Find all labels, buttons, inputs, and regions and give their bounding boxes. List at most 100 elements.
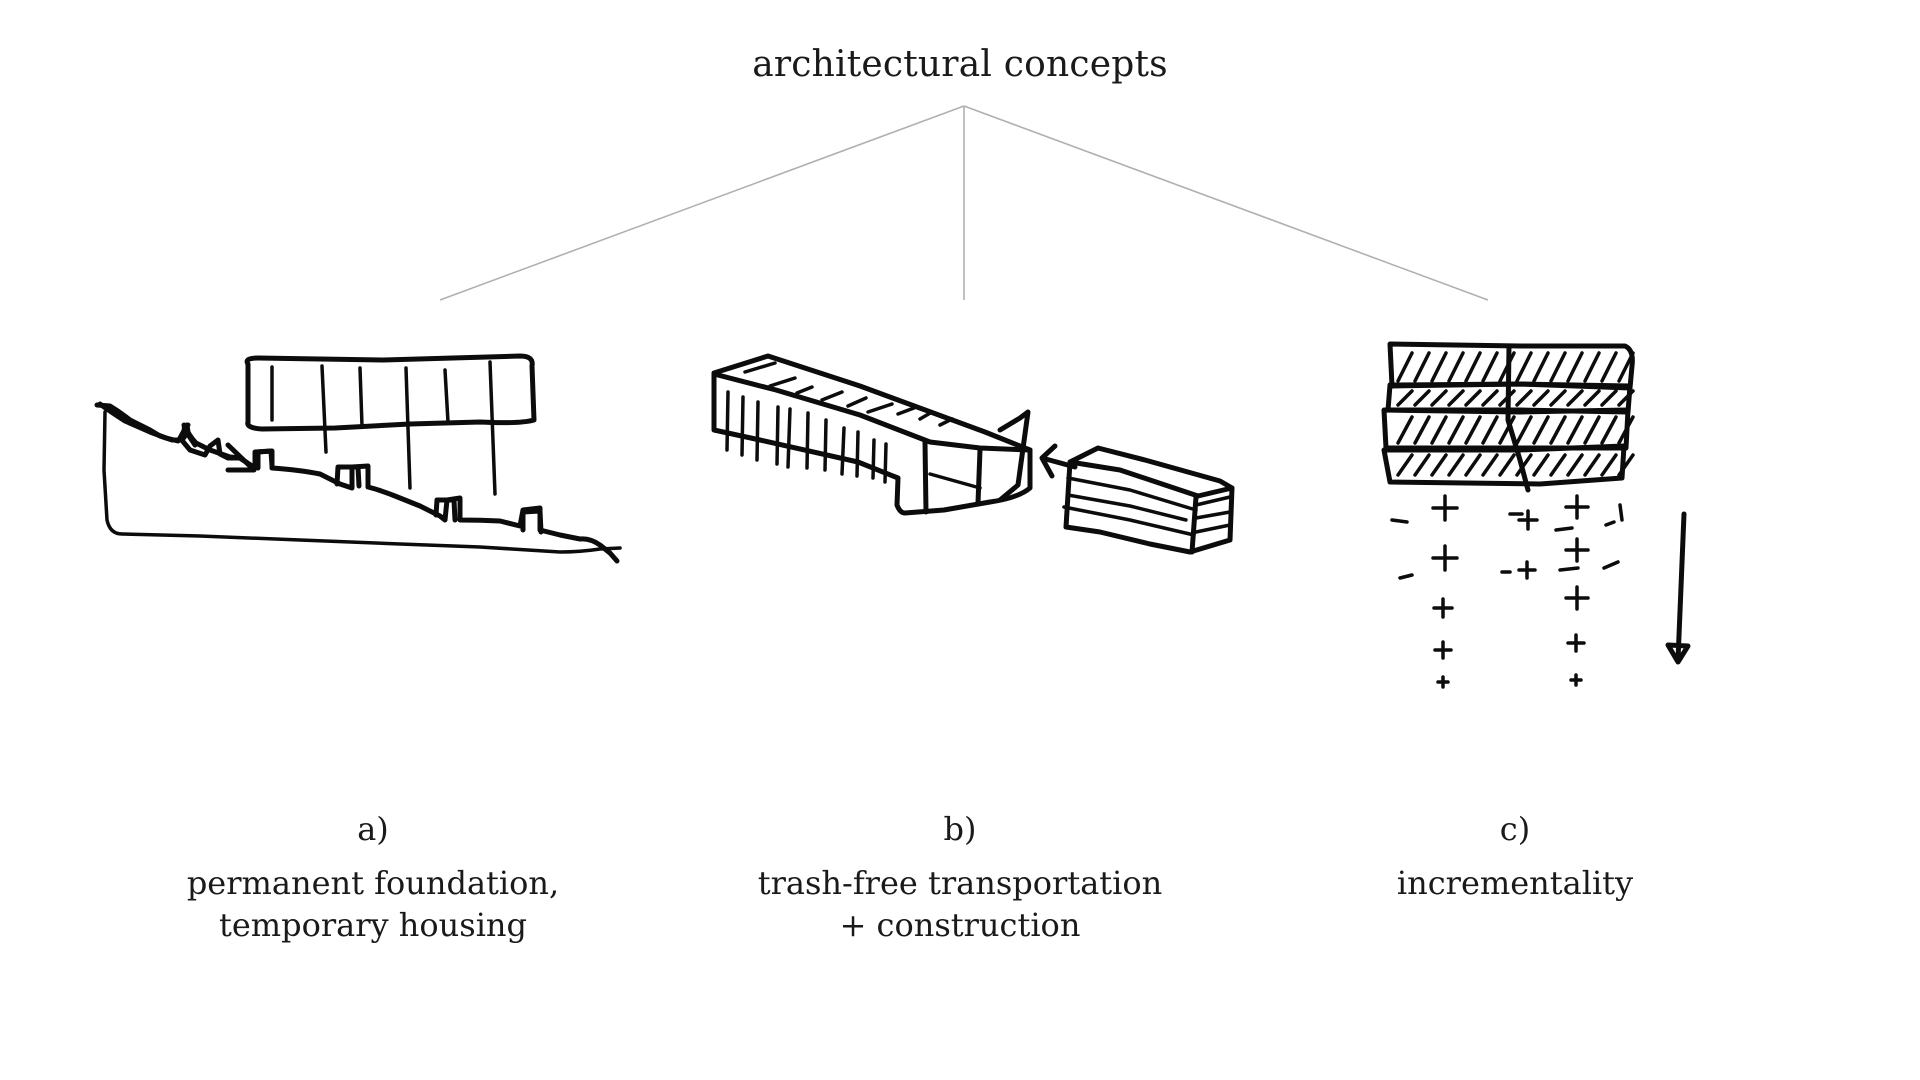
hatch-stroke [1532, 415, 1550, 445]
pile-dash [1618, 503, 1624, 522]
hatch-stroke [1566, 415, 1584, 445]
pile-marker [1566, 633, 1586, 653]
concept-label-line: permanent foundation, [186, 864, 560, 902]
hatch-stroke [1430, 415, 1448, 445]
housing-partitions [270, 360, 497, 496]
container-door-flap [997, 409, 1031, 503]
pile-marker [1564, 494, 1590, 520]
hillside-foundation-sketch [94, 353, 622, 564]
hatch-stroke [1396, 415, 1414, 445]
container-ribs [725, 390, 888, 484]
hatch-stroke [1413, 415, 1431, 445]
foundation-piers [252, 448, 544, 535]
hatch-stroke [1515, 415, 1533, 445]
hatch-stroke [1447, 453, 1465, 477]
hatch-stroke [1566, 351, 1584, 383]
container-front-face [922, 439, 983, 515]
hatch-stroke [1498, 415, 1516, 445]
hatch-stroke [1481, 453, 1499, 477]
pile-marker [1564, 585, 1590, 611]
hatch-stroke [1617, 453, 1635, 477]
connector-line-a [439, 105, 965, 301]
hatch-stroke [1413, 389, 1431, 407]
hatch-stroke [1617, 351, 1635, 383]
hatch-stroke [1481, 351, 1499, 383]
hatch-stroke [1532, 351, 1550, 383]
hatch-stroke [1481, 415, 1499, 445]
container-roof-marks [743, 361, 954, 427]
pile-dash [1558, 566, 1580, 572]
pile-marker [1431, 544, 1459, 572]
shipping-container-sketch [711, 353, 1235, 555]
connector-line-c [963, 105, 1489, 301]
concept-letter: b) [943, 810, 977, 848]
hatch-stroke [1532, 453, 1550, 477]
pile-marker [1436, 675, 1450, 689]
hatch-stroke [1430, 389, 1448, 407]
hatch-stroke [1549, 351, 1567, 383]
hatch-stroke [1413, 351, 1431, 383]
hatch-stroke [1396, 453, 1414, 477]
pile-marker [1517, 509, 1539, 531]
hatch-stroke [1515, 351, 1533, 383]
hatch-stroke [1464, 389, 1482, 407]
hatch-stroke [1498, 351, 1516, 383]
hatch-stroke [1566, 389, 1584, 407]
housing-box [244, 353, 537, 432]
hatch-stroke [1396, 389, 1414, 407]
hatch-stroke [1430, 453, 1448, 477]
hatch-stroke [1447, 389, 1465, 407]
pile-marker [1431, 494, 1459, 522]
pile-dash [1398, 573, 1414, 580]
hatch-stroke [1617, 389, 1635, 407]
hatch-stroke [1498, 453, 1516, 477]
lumber-stack [1062, 445, 1235, 555]
hatch-stroke [1430, 351, 1448, 383]
concept-label-line: incrementality [1396, 864, 1634, 902]
hatch-stroke [1600, 415, 1618, 445]
hatch-stroke [1481, 389, 1499, 407]
connector-tree [439, 105, 1489, 301]
concept-label-line: + construction [839, 906, 1081, 944]
hatch-stroke [1515, 389, 1533, 407]
concept-label-line: trash-free transportation [757, 864, 1163, 902]
hatch-stroke [1447, 415, 1465, 445]
hatch-stroke [1549, 453, 1567, 477]
concept-caption-a: a) permanent foundation, temporary housi… [93, 808, 653, 946]
pile-dash [1554, 526, 1574, 532]
concept-label-line: temporary housing [218, 906, 528, 944]
concept-letter: a) [357, 810, 389, 848]
module-hatching [1396, 351, 1635, 477]
pile-dash [1604, 520, 1616, 527]
hatch-stroke [1600, 453, 1618, 477]
pile-marker [1432, 597, 1454, 619]
pile-dash [1390, 518, 1409, 524]
concept-letter: c) [1499, 810, 1531, 848]
concept-caption-b: b) trash-free transportation + construct… [680, 808, 1240, 946]
concept-caption-c: c) incrementality [1235, 808, 1795, 904]
hatch-stroke [1515, 453, 1533, 477]
container-top-edge [711, 371, 1033, 453]
container-body [711, 353, 1033, 516]
hatch-stroke [1413, 453, 1431, 477]
hatch-stroke [1396, 351, 1414, 383]
container-door-slant [928, 472, 982, 490]
hatch-stroke [1549, 389, 1567, 407]
pile-dash [1602, 560, 1620, 570]
pile-marker [1517, 560, 1537, 580]
ground-base [102, 410, 622, 554]
terrain-line [94, 402, 257, 473]
pile-marker [1433, 640, 1453, 660]
hatch-stroke [1566, 453, 1584, 477]
hatch-stroke [1583, 415, 1601, 445]
hatch-stroke [1600, 389, 1618, 407]
arrow-down-icon [1665, 511, 1691, 665]
hatch-stroke [1617, 415, 1635, 445]
hatch-stroke [1464, 453, 1482, 477]
hatch-stroke [1464, 351, 1482, 383]
stacked-modules-sketch [1381, 341, 1691, 689]
hatch-stroke [1549, 415, 1567, 445]
hatch-stroke [1583, 351, 1601, 383]
pile-markers [1390, 494, 1624, 689]
